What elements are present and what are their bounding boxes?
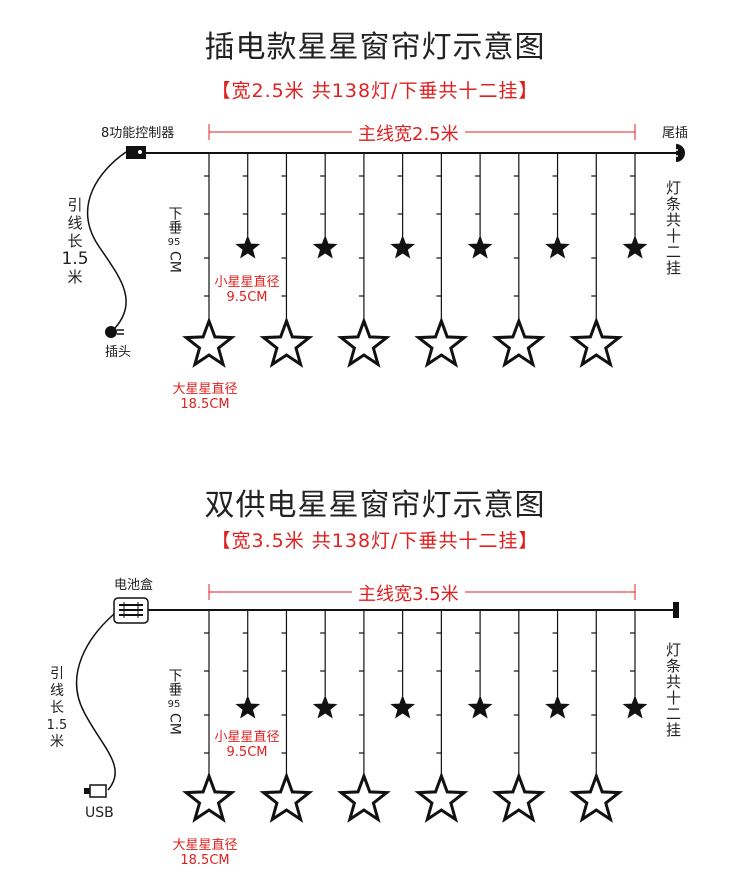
lead-char: 线 [67,214,83,232]
big-star-label: 大星星直径 18.5CM [165,834,245,868]
small-star [235,695,261,719]
lead-length-label: 引 线 长 1.5 米 [60,196,90,286]
big-star-size: 18.5CM [180,397,230,412]
diagram-title: 双供电星星窗帘灯示意图 [204,488,546,523]
diagram-plug-in: 插电款星星窗帘灯示意图 【宽2.5米 共138灯/下垂共十二挂】 [60,30,689,412]
strands-label: 灯条共十二挂 [664,642,682,738]
lead-char: 线 [50,683,64,699]
big-star-label-text: 大星星直径 [172,838,238,853]
small-star-label-text: 小星星直径 [214,730,280,745]
lead-char: 引 [67,196,83,214]
main-width-label: 主线宽3.5米 [352,580,465,606]
small-star [467,695,493,719]
big-star-label: 大星星直径 18.5CM [165,378,245,412]
plug-label: USB [85,805,114,821]
big-star [336,771,391,823]
drop-label-text: 下垂 [166,668,183,696]
drop-label: 下垂 95 CM [163,206,185,273]
tail-label: 尾插 [662,126,689,141]
big-star [259,771,314,823]
big-star [182,771,236,823]
battery-box-icon [113,597,149,624]
diagram-art [87,124,685,368]
lead-unit: 米 [67,268,83,286]
small-star [467,235,493,259]
light-strands [182,610,648,823]
drop-num: 95 [167,237,181,248]
small-star [622,695,648,719]
diagram-dual-power: 双供电星星窗帘灯示意图 【宽3.5米 共138灯/下垂共十二挂】 电池盒 主线宽… [0,462,750,878]
lead-length: 1.5 [46,718,68,733]
lead-char: 长 [50,700,64,716]
lead-length: 1.5 [61,249,89,269]
big-star [182,316,236,368]
lead-unit: 米 [50,734,64,750]
big-star [259,316,314,368]
big-star-size: 18.5CM [180,853,230,868]
diagram-title: 插电款星星窗帘灯示意图 [204,30,546,65]
big-star-label-text: 大星星直径 [172,382,238,397]
small-star [545,695,570,719]
small-star-size: 9.5CM [226,290,268,305]
diagram-art [75,584,679,823]
drop-label: 下垂 95 CM [163,668,185,735]
diagram-subtitle: 【宽3.5米 共138灯/下垂共十二挂】 [211,530,539,552]
tail-plug-icon [672,144,685,162]
big-star [336,316,391,368]
small-star-size: 9.5CM [226,745,268,760]
small-star [312,235,338,259]
big-star [414,316,469,368]
plug-label: 插头 [105,345,132,360]
small-star [390,235,415,259]
big-star [491,771,546,823]
small-star-label-text: 小星星直径 [214,275,280,290]
lead-length-label: 引 线 长 1.5 米 [42,666,72,751]
end-cap-icon [673,602,679,618]
lead-char: 引 [50,666,64,682]
big-star [569,316,624,368]
usb-plug-icon [84,784,107,798]
small-star [390,695,415,719]
small-star [545,235,570,259]
main-width-label: 主线宽2.5米 [352,120,465,146]
small-star [622,235,648,259]
big-star [491,316,546,368]
big-star [569,771,624,823]
drop-unit: CM [166,713,183,735]
drop-num: 95 [167,699,181,710]
diagram-subtitle: 【宽2.5米 共138灯/下垂共十二挂】 [211,80,539,102]
drop-label-text: 下垂 [166,206,183,234]
controller-label: 8功能控制器 [101,126,175,141]
controller-box-icon [126,146,146,159]
drop-unit: CM [166,251,183,273]
small-star-label: 小星星直径 9.5CM [207,726,287,760]
strands-label: 灯条共十二挂 [664,180,682,276]
small-star [235,235,261,259]
lead-wire [75,613,116,791]
controller-label: 电池盒 [114,578,154,593]
lead-char: 长 [67,232,83,250]
small-star-label: 小星星直径 9.5CM [207,271,287,305]
lead-wire [87,151,127,329]
light-strands [182,153,648,368]
big-star [414,771,469,823]
power-plug-icon [105,326,124,338]
small-star [312,695,338,719]
